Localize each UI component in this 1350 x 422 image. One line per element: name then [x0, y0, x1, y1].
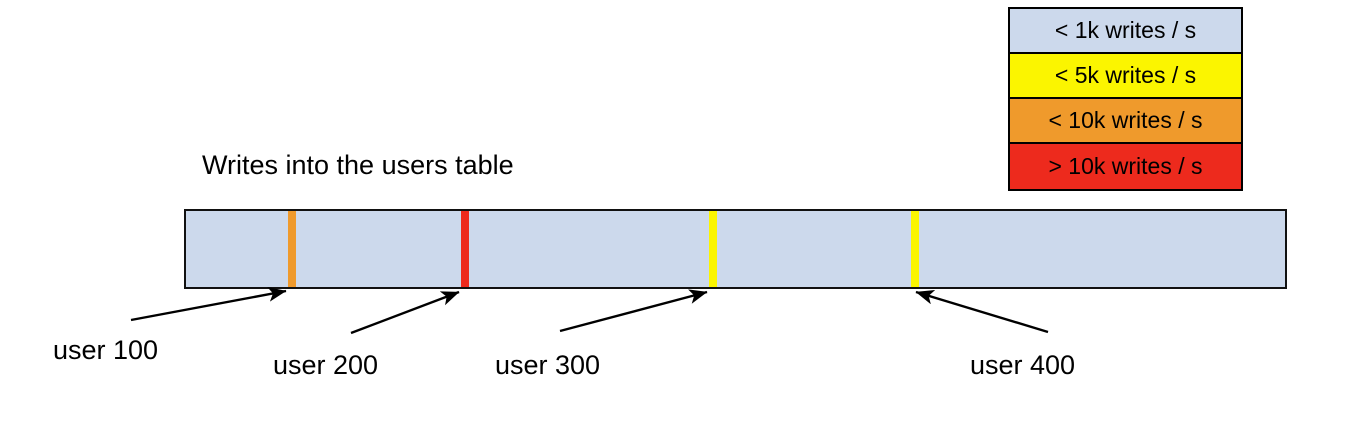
arrow-user-300 [559, 289, 708, 333]
chart-caption: Writes into the users table [202, 150, 514, 180]
label-user-400: user 400 [970, 350, 1076, 380]
stripe-user-400 [911, 211, 919, 287]
legend-label-lt-1k: < 1k writes / s [1054, 17, 1197, 43]
label-user-300: user 300 [495, 350, 601, 380]
label-user-100: user 100 [53, 335, 159, 365]
stripe-user-300 [709, 211, 717, 287]
stripe-user-100 [288, 211, 296, 287]
users-table-write-band [184, 209, 1287, 289]
arrow-user-100 [130, 286, 287, 322]
legend-row-lt-1k: < 1k writes / s [1010, 9, 1241, 54]
stripe-user-200 [461, 211, 469, 287]
legend-row-lt-5k: < 5k writes / s [1010, 54, 1241, 99]
legend-row-gt-10k: > 10k writes / s [1010, 144, 1241, 189]
legend-row-lt-10k: < 10k writes / s [1010, 99, 1241, 144]
arrow-user-400 [915, 290, 1049, 334]
arrow-user-200 [350, 290, 460, 335]
writes-rate-legend: < 1k writes / s < 5k writes / s < 10k wr… [1008, 7, 1243, 191]
label-user-200: user 200 [273, 350, 379, 380]
legend-label-lt-5k: < 5k writes / s [1054, 62, 1197, 88]
legend-label-lt-10k: < 10k writes / s [1048, 107, 1203, 133]
legend-label-gt-10k: > 10k writes / s [1048, 153, 1203, 179]
